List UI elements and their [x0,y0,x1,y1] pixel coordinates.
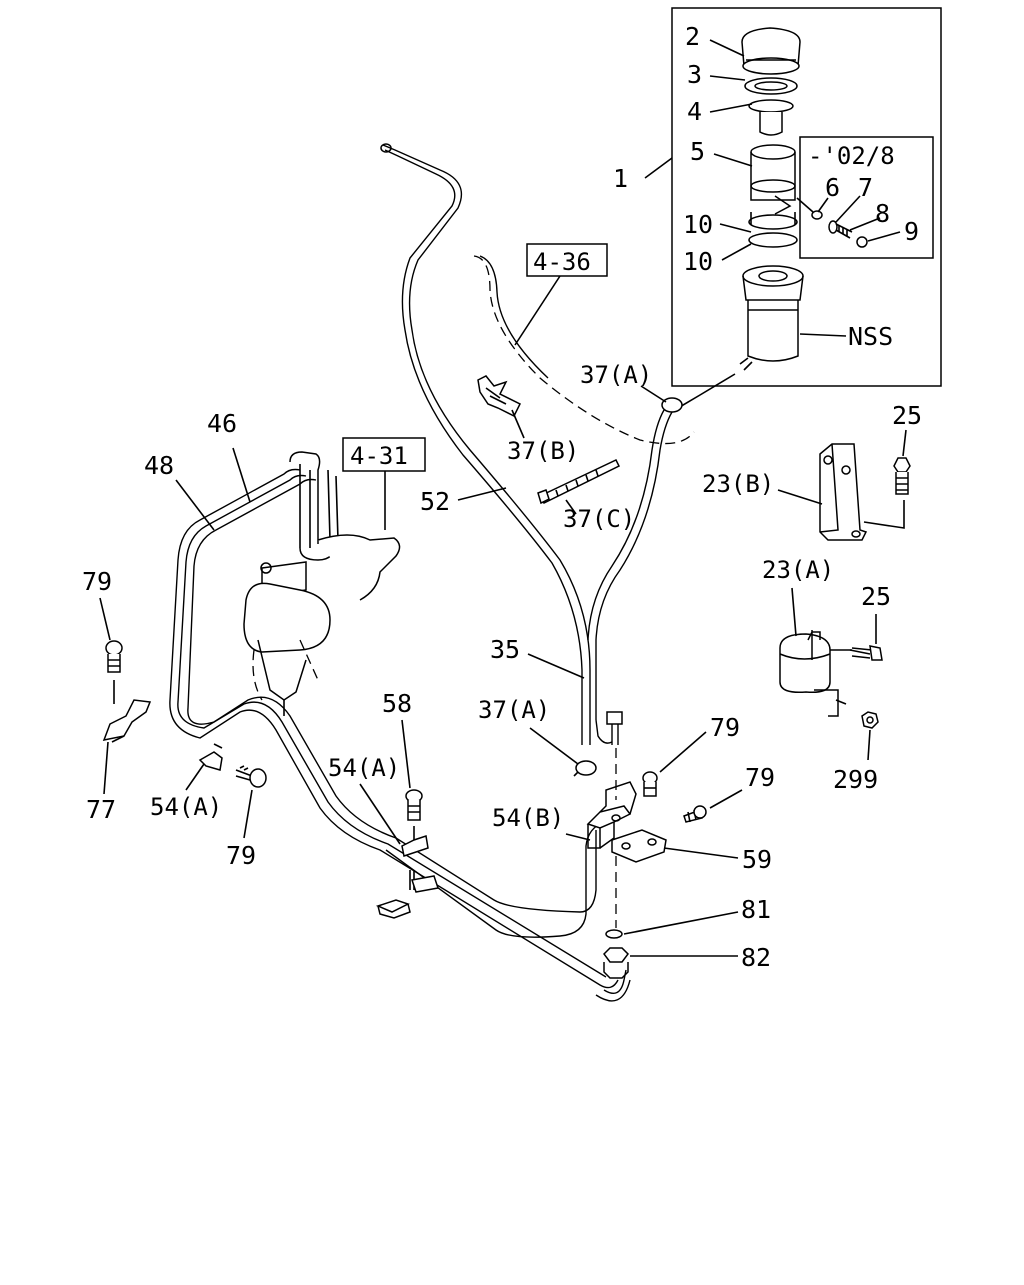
ref-box-4-31 [342,437,426,472]
callout-77: 77 [86,795,116,824]
o-ring [748,99,794,113]
clamp-37a-lower [573,760,597,777]
reservoir-frame [671,7,942,387]
callout-299: 299 [833,765,878,794]
callout-6: 6 [825,173,840,202]
nut-82 [603,947,629,979]
callout-10-lower: 10 [683,247,713,276]
bracket-plate-lower [375,875,439,919]
strainer [759,112,783,136]
reservoir-leaders [644,39,901,337]
ref-box-4-36 [526,243,608,277]
bracket-54b [586,781,637,849]
callout-9: 9 [904,217,919,246]
cap-gasket [744,77,798,95]
callout-79-bottom: 79 [226,841,256,870]
bolt-79-bottom [235,765,267,788]
clamp-37b [477,375,525,439]
callout-54b: 54(B) [492,804,564,832]
callout-8: 8 [875,199,890,228]
callout-48: 48 [144,451,174,480]
bracket-77 [102,699,152,743]
callout-23a: 23(A) [762,556,834,584]
bolt-25-mid [830,645,883,661]
callout-54a-left: 54(A) [150,793,222,821]
seal-ring-lower [748,232,798,248]
callout-37a-top: 37(A) [580,361,652,389]
nut-299 [861,711,879,729]
inset-frame [799,136,934,259]
callout-4: 4 [687,97,702,126]
callout-54a-mid: 54(A) [328,754,400,782]
inset-fasteners [796,197,868,248]
bolt-79-right-1 [642,771,658,797]
callout-58: 58 [382,689,412,718]
callout-52: 52 [420,487,450,516]
bracket-59 [611,829,667,863]
reservoir-tank [739,265,804,371]
date-note: -'02/8 [808,142,895,170]
hose-35 [587,373,736,745]
callout-7: 7 [858,173,873,202]
bolt-79-right-2 [683,805,707,823]
callout-81: 81 [741,895,771,924]
callout-3: 3 [687,60,702,89]
bolt-79-left [105,640,123,673]
callout-1: 1 [613,164,628,193]
callout-2: 2 [685,22,700,51]
callout-10-upper: 10 [683,210,713,239]
callout-37c: 37(C) [563,505,635,533]
callout-25-mid: 25 [861,582,891,611]
hose-52 [380,143,591,745]
bracket-23a [779,630,847,717]
bolt-58 [405,789,423,846]
callout-35: 35 [490,635,520,664]
pipe-return-low [385,821,631,1002]
bracket-23b [819,443,868,541]
ref-4-31: 4-31 [350,442,408,470]
steering-gear [243,451,401,716]
callout-79-right-1: 79 [710,713,740,742]
callout-82: 82 [741,943,771,972]
callout-5: 5 [690,137,705,166]
pipe-46-48 [169,468,619,989]
seal-ring-upper [748,214,798,230]
callout-37b: 37(B) [507,437,579,465]
callout-25-top: 25 [892,401,922,430]
callout-79-right-2: 79 [745,763,775,792]
callout-23b: 23(B) [702,470,774,498]
callout-79-left: 79 [82,567,112,596]
tie-strap-37c [537,459,621,515]
callout-59: 59 [742,845,772,874]
ref-4-36: 4-36 [533,248,591,276]
reservoir-upper-body [750,144,796,215]
bolt-25-top [863,457,911,529]
return-hose-dashed [473,255,695,445]
callout-46: 46 [207,409,237,438]
callout-nss: NSS [848,322,893,351]
clip-54a-left [198,743,223,771]
reservoir-cap [741,27,801,75]
washer-81 [605,929,623,939]
callout-37a-bottom: 37(A) [478,696,550,724]
